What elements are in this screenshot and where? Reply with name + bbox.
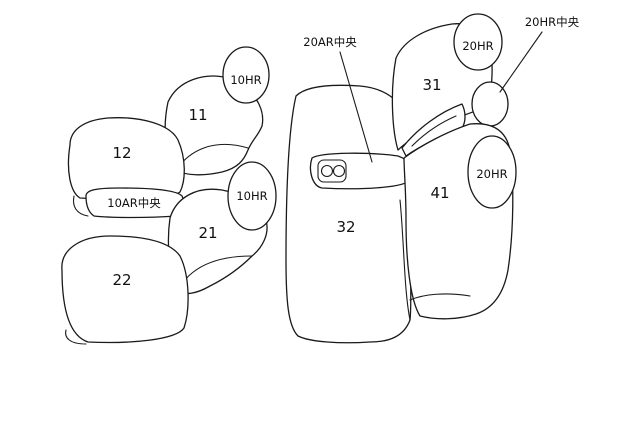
label-armrest-10ar: 10AR中央 (107, 196, 161, 210)
seat-12-cushion (67, 117, 185, 200)
seat-31-armrest-slot-inner (411, 115, 457, 147)
cup-holder-ring-2 (332, 164, 346, 178)
leader-20ar (339, 51, 373, 163)
label-seat-31: 31 (422, 76, 441, 94)
label-headrest-20hr-center: 20HR中央 (525, 15, 580, 29)
seat-12-front-edge (72, 195, 89, 217)
leader-20hr-center (499, 31, 543, 93)
label-seat-11: 11 (188, 106, 207, 124)
headrest-10hr-mid (227, 161, 277, 231)
label-headrest-10hr-top: 10HR (230, 73, 261, 87)
label-seat-32: 32 (336, 218, 355, 236)
label-seat-12: 12 (112, 144, 131, 162)
seat-41-lower-edge (409, 293, 471, 301)
seat-32-bench (285, 84, 412, 344)
label-armrest-20ar: 20AR中央 (303, 35, 357, 49)
label-headrest-20hr-mid: 20HR (476, 167, 507, 181)
seat-22-cushion (61, 235, 189, 344)
armrest-20ar (309, 152, 413, 190)
seat-32-side-edge (399, 199, 411, 321)
label-seat-21: 21 (198, 224, 217, 242)
label-headrest-10hr-mid: 10HR (236, 189, 267, 203)
label-seat-22: 22 (112, 271, 131, 289)
headrest-20hr-mid (467, 135, 517, 209)
cup-holder (317, 159, 347, 183)
headrest-20hr-top (453, 13, 503, 71)
cup-holder-ring-1 (320, 164, 334, 178)
headrest-10hr-top (222, 46, 270, 104)
label-seat-41: 41 (430, 184, 449, 202)
label-headrest-20hr-top: 20HR (462, 39, 493, 53)
seat-22-front-edge (65, 329, 87, 345)
